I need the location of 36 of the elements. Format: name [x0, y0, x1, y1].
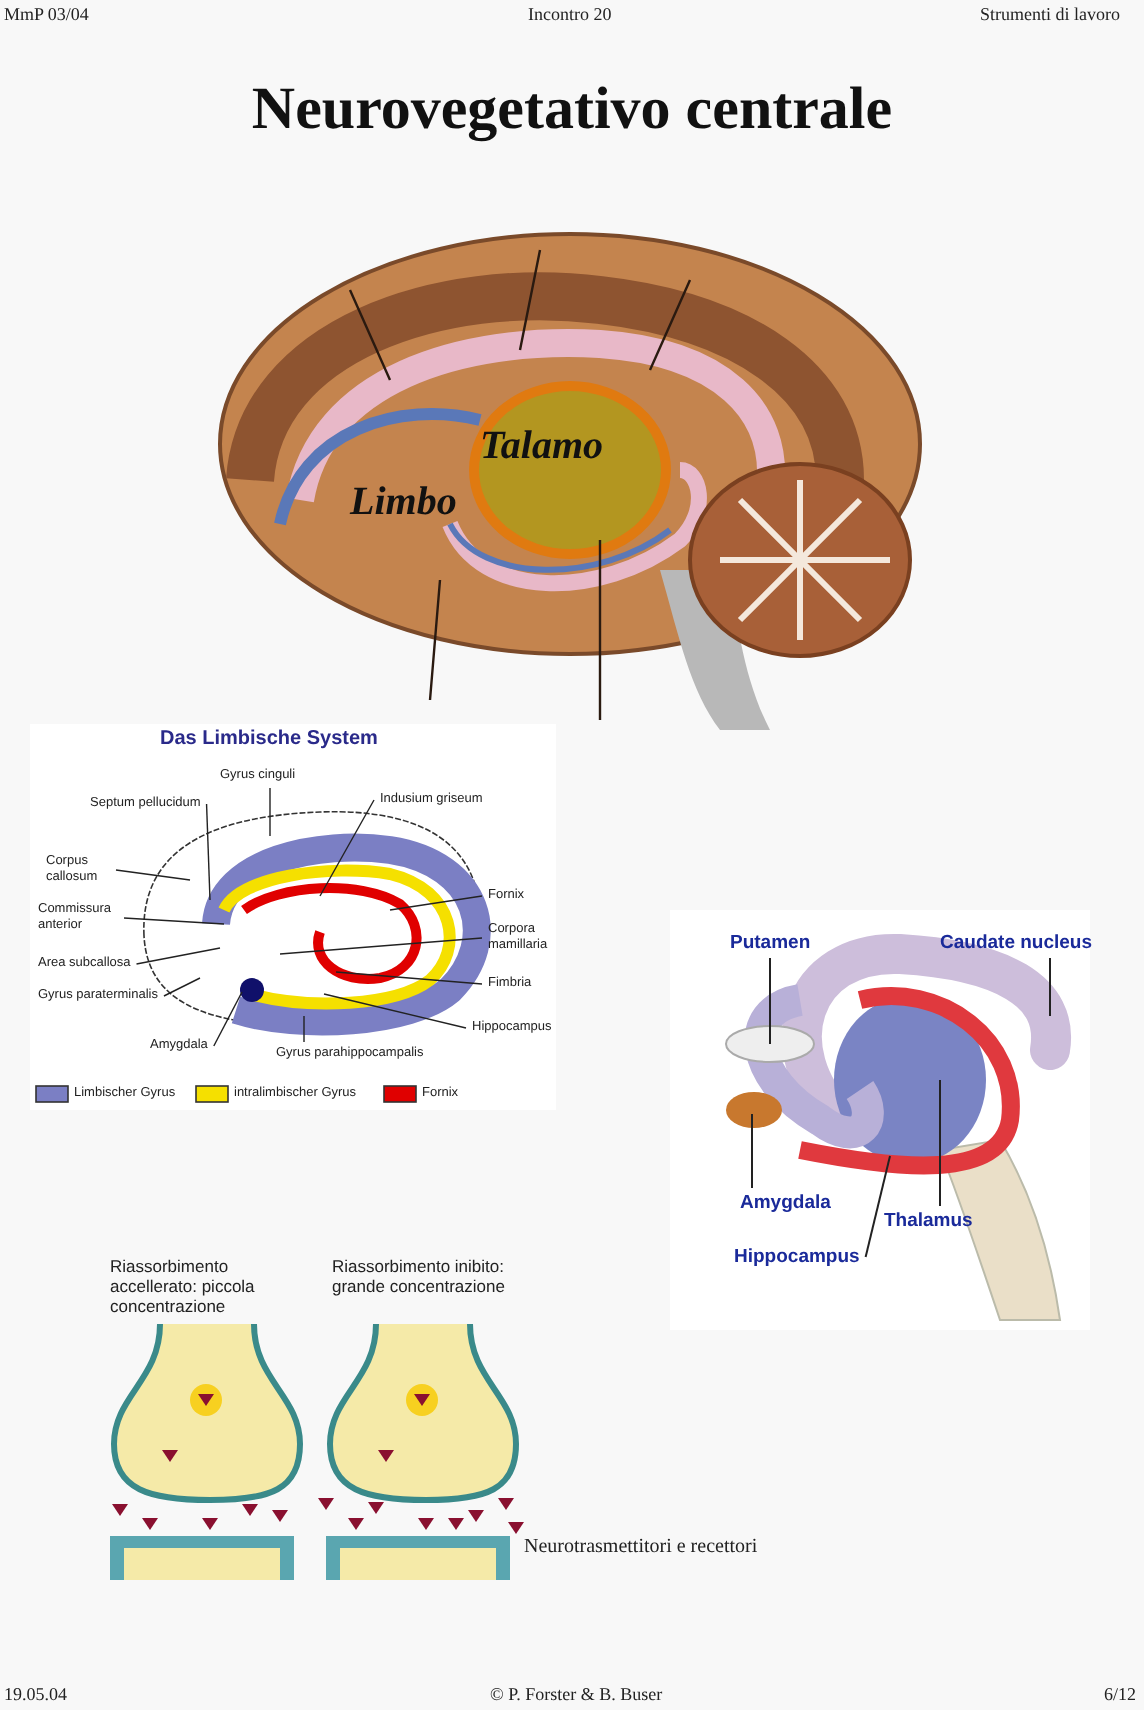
leader-line [115, 869, 191, 881]
footer-text: © P. Forster & B. Buser [490, 1684, 663, 1704]
leader-line [335, 971, 483, 985]
leader-line [123, 917, 225, 925]
leader-line [303, 1015, 305, 1043]
figure-caption: Neurotrasmettitori e recettori [524, 1536, 758, 1558]
structure-label: Limbo [350, 480, 457, 526]
header-text: MmP 03/04 [4, 4, 89, 24]
leader-line [279, 937, 483, 955]
anatomy-label: Caudate nucleus [940, 932, 1093, 954]
leader-line [213, 991, 243, 1047]
leader-line [319, 799, 375, 897]
leader-line [269, 787, 271, 837]
anatomy-label: Putamen [730, 932, 811, 954]
leader-line [163, 977, 201, 997]
structure-label: Talamo [480, 424, 603, 470]
leader-line [864, 1155, 891, 1258]
leader-line [323, 993, 467, 1029]
anatomy-label: Amygdala [740, 1192, 831, 1214]
leader-line [205, 803, 211, 901]
leader-line [769, 957, 771, 1045]
header-text: Strumenti di lavoro [980, 4, 1120, 24]
slide-title: Neurovegetativo centrale [249, 76, 895, 144]
leader-line [751, 1113, 753, 1189]
leader-line [389, 895, 483, 911]
figure-title: Das Limbische System [160, 728, 378, 750]
footer-text: 19.05.04 [4, 1684, 67, 1704]
anatomy-label: Hippocampus [734, 1246, 860, 1268]
leader-line [135, 947, 221, 965]
figure-title: Riassorbimento inibito: grande concentrazione [332, 1256, 507, 1296]
footer-text: 6/12 [1104, 1684, 1137, 1704]
leader-line [1049, 957, 1051, 1017]
header-text: Incontro 20 [528, 4, 612, 24]
figure-title: Riassorbimento accellerato: piccola concentrazione [110, 1256, 257, 1316]
anatomy-label: Thalamus [884, 1210, 973, 1232]
leader-line [939, 1079, 941, 1207]
